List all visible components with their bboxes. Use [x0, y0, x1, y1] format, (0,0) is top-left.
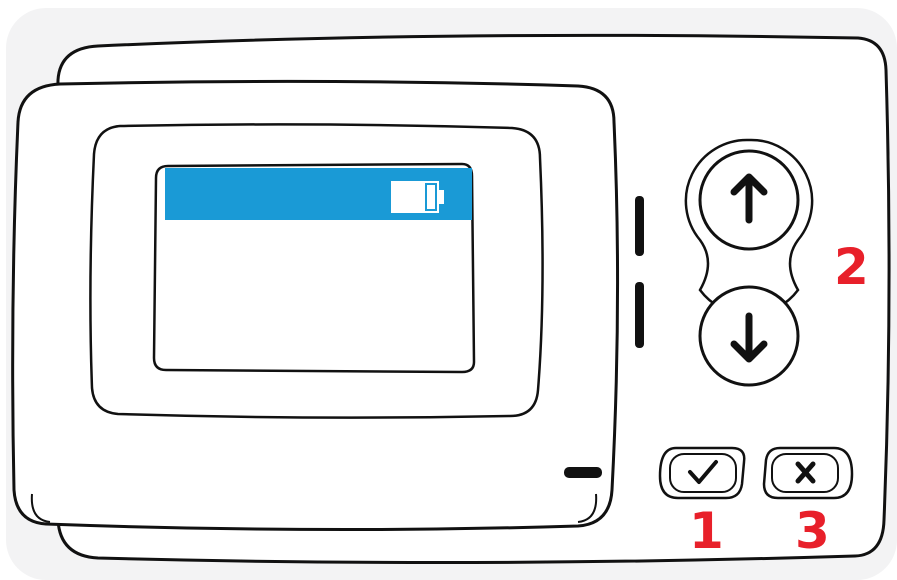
confirm-button[interactable] — [658, 446, 746, 500]
callout-number-confirm: 1 — [689, 502, 724, 560]
battery-icon — [391, 181, 444, 213]
callout-number-arrows: 2 — [834, 238, 869, 296]
down-button[interactable] — [698, 285, 800, 387]
arrow-down-icon — [730, 312, 768, 363]
cancel-button[interactable] — [762, 446, 854, 500]
arrow-up-icon — [730, 173, 768, 224]
callout-number-cancel: 3 — [795, 502, 830, 560]
up-button[interactable] — [698, 149, 800, 251]
indicator-slot-lower — [635, 282, 644, 348]
close-x-icon — [795, 461, 816, 484]
checkmark-icon — [688, 460, 718, 484]
led-indicator — [564, 467, 602, 478]
indicator-slot-upper — [635, 196, 644, 256]
